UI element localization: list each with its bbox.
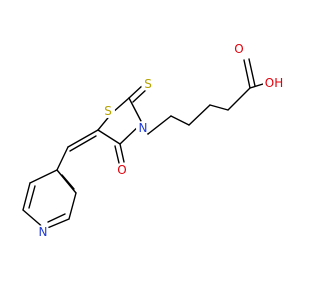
bond-cooh-o-b	[248, 58, 256, 87]
bond-pyr-6	[29, 169, 58, 184]
bond-chain-3	[188, 104, 211, 126]
bond-c4-c5	[97, 129, 121, 145]
atom-label-oh: OH	[265, 76, 283, 90]
bond-chain-2	[170, 115, 190, 126]
bond-c4-o-a	[119, 143, 125, 163]
bond-chain-5	[227, 87, 251, 111]
bond-c2-s-thione-a	[128, 84, 144, 99]
bond-c2-n	[128, 97, 143, 124]
atom-label-n-pyridine: N	[39, 225, 48, 239]
bond-pyr-1-inner	[61, 174, 75, 190]
atom-n-ring: N	[136, 121, 150, 135]
bond-pyr-2	[68, 192, 77, 220]
atom-oh: OH	[263, 75, 285, 91]
atom-n-pyridine: N	[36, 225, 50, 239]
atom-s-ring: S	[101, 104, 115, 118]
bond-pyr-3-inner	[47, 213, 66, 223]
atom-s-thione: S	[141, 77, 155, 91]
molecule-canvas: S S N O N O OH	[22, 42, 285, 239]
chemical-structure-diagram: S S N O N O OH	[22, 42, 285, 239]
atom-label-o-carbonyl: O	[234, 42, 243, 56]
bond-pyr-3	[44, 218, 70, 230]
bond-pyr-1	[56, 169, 77, 194]
bond-pyr-5-inner	[28, 185, 36, 209]
bond-c5-ch-b	[69, 135, 97, 152]
bond-c5-ch-a	[67, 129, 99, 148]
bond-pyr-5	[22, 182, 31, 211]
bond-cooh-oh	[249, 83, 264, 89]
atom-label-s-thione: S	[144, 77, 152, 91]
atom-label-n-ring: N	[139, 121, 148, 135]
bond-chain-1	[147, 115, 172, 135]
bond-chain-4	[209, 104, 229, 111]
atom-o-carbonyl: O	[232, 42, 246, 56]
atom-label-o-keto: O	[117, 163, 126, 177]
atom-label-s-ring: S	[104, 104, 112, 118]
bond-c2-s-thione-b	[132, 88, 148, 103]
bond-cooh-o-a	[243, 59, 251, 89]
bond-ch-pyridine	[56, 146, 69, 171]
atom-o-keto: O	[115, 163, 129, 177]
bond-c4-o-b	[114, 145, 120, 164]
